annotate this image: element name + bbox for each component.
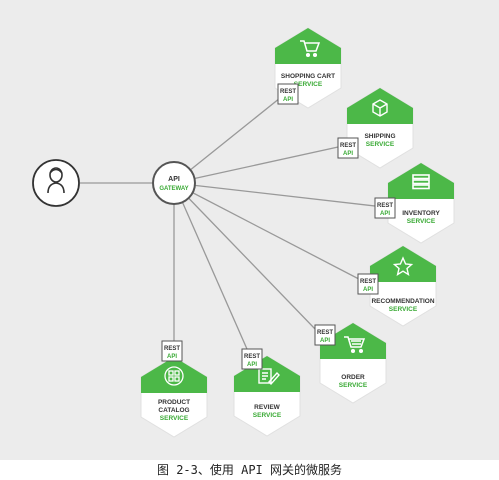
- figure-caption: 图 2-3、使用 API 网关的微服务: [156, 463, 343, 477]
- grid-icon: [164, 366, 184, 386]
- stack-icon: [412, 174, 430, 190]
- rest-badge-line1: REST: [340, 143, 356, 149]
- shopping-cart-icon: [300, 40, 321, 58]
- rest-api-badge: REST API: [314, 324, 336, 346]
- package-icon: [372, 99, 388, 117]
- rest-badge-line1: REST: [317, 330, 333, 336]
- rest-api-badge: REST API: [374, 197, 396, 219]
- service-label: REVIEW: [254, 404, 281, 411]
- service-tag: SERVICE: [366, 141, 395, 148]
- client-node: [32, 159, 80, 207]
- rest-badge-line2: API: [283, 97, 293, 103]
- rest-badge-line1: REST: [244, 354, 260, 360]
- rest-api-badge: REST API: [161, 340, 183, 362]
- service-recommendation: RECOMMENDATION SERVICE: [369, 245, 437, 327]
- user-icon: [47, 167, 65, 194]
- rest-badge-line2: API: [363, 287, 373, 293]
- api-gateway-node: API GATEWAY: [152, 161, 196, 205]
- service-label: INVENTORY: [402, 210, 440, 217]
- service-review: REVIEW SERVICE: [233, 355, 301, 437]
- service-label: ORDER: [341, 374, 365, 381]
- service-tag: SERVICE: [294, 81, 323, 88]
- cart-icon: [344, 336, 366, 354]
- service-tag: SERVICE: [253, 412, 282, 419]
- service-tag: SERVICE: [389, 306, 418, 313]
- service-order: ORDER SERVICE: [319, 322, 387, 404]
- rest-api-badge: REST API: [337, 137, 359, 159]
- service-tag: SERVICE: [407, 218, 436, 225]
- gateway-label-line2: GATEWAY: [159, 186, 188, 192]
- rest-api-badge: REST API: [241, 348, 263, 370]
- service-shipping: SHIPPING SERVICE: [346, 87, 414, 169]
- rest-api-badge: REST API: [357, 273, 379, 295]
- service-label: PRODUCT: [158, 399, 190, 406]
- gateway-label-line1: API: [168, 176, 180, 183]
- service-product-catalog: PRODUCT CATALOG SERVICE: [140, 356, 208, 438]
- rest-badge-line2: API: [167, 354, 177, 360]
- star-icon: [392, 256, 414, 276]
- service-label: RECOMMENDATION: [371, 298, 434, 305]
- service-tag: SERVICE: [339, 382, 368, 389]
- rest-badge-line1: REST: [360, 279, 376, 285]
- rest-badge-line1: REST: [164, 346, 180, 352]
- service-label: SHIPPING: [364, 133, 395, 140]
- connector-shipping: [173, 139, 371, 184]
- rest-api-badge: REST API: [277, 83, 299, 105]
- rest-badge-line2: API: [247, 362, 257, 368]
- rest-badge-line2: API: [380, 211, 390, 217]
- service-label-line2: CATALOG: [158, 407, 189, 414]
- edit-icon: [258, 368, 280, 386]
- rest-badge-line1: REST: [377, 203, 393, 209]
- diagram-canvas: API GATEWAY SHOPPING CART SERVICE REST A…: [32, 27, 455, 438]
- connectors: [80, 81, 411, 395]
- rest-badge-line1: REST: [280, 89, 296, 95]
- service-label: SHOPPING CART: [281, 73, 335, 80]
- service-inventory: INVENTORY SERVICE: [387, 162, 455, 244]
- rest-badge-line2: API: [343, 151, 353, 157]
- diagram-area: API GATEWAY SHOPPING CART SERVICE REST A…: [0, 0, 499, 460]
- connector-inventory: [173, 182, 411, 211]
- connector-recommendation: [173, 182, 381, 291]
- rest-badge-line2: API: [320, 338, 330, 344]
- service-tag: SERVICE: [160, 415, 189, 422]
